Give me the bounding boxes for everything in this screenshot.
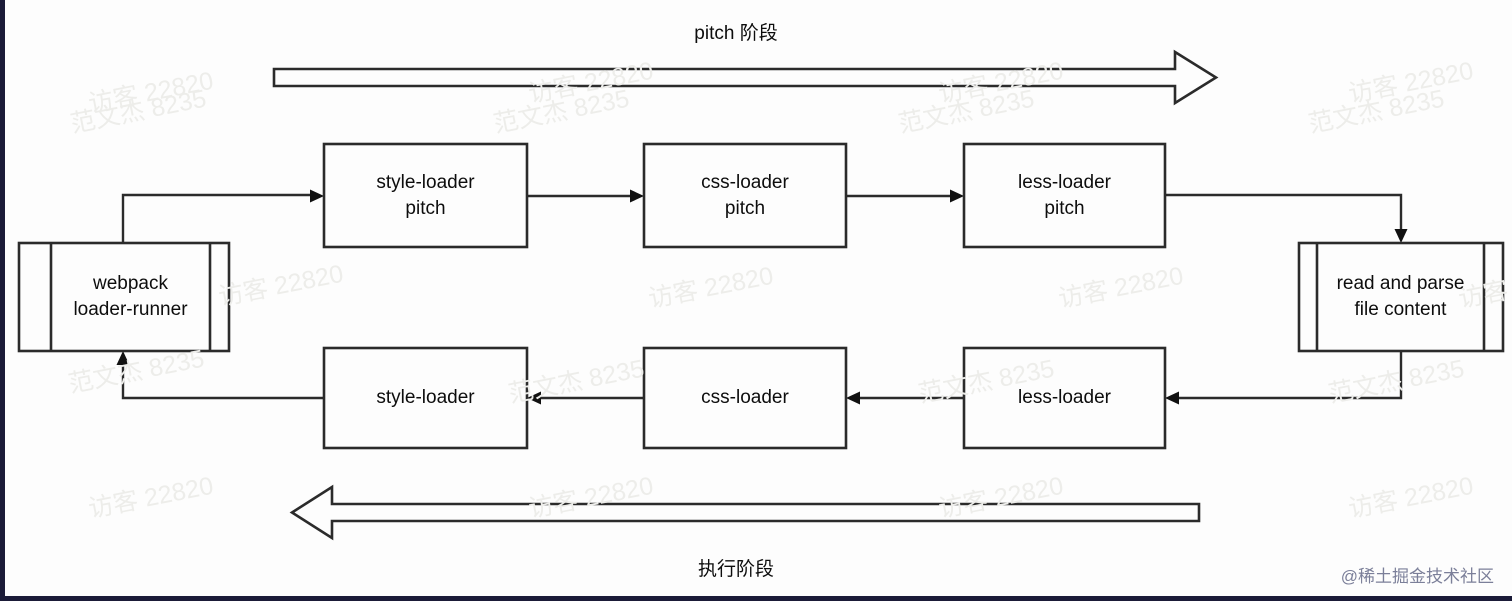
edge-runner-to-style-pitch — [121, 193, 317, 243]
site-credit: @稀土掘金技术社区 — [1340, 567, 1494, 586]
pitch-phase-arrow — [272, 49, 1219, 106]
arrowhead-right-less-pitch — [950, 189, 964, 203]
node-webpack-loader-runner[interactable] — [17, 241, 231, 353]
arrowhead-down-read-parse — [1394, 229, 1408, 243]
node-style-loader[interactable] — [322, 346, 529, 450]
node-read-and-parse-file-content[interactable] — [1297, 241, 1505, 353]
arrowhead-right-css-pitch — [630, 189, 644, 203]
node-less-loader-pitch[interactable] — [962, 142, 1167, 249]
execute-phase-arrow — [289, 484, 1201, 541]
pitch-phase-title: pitch 阶段 — [694, 23, 778, 44]
node-css-loader[interactable] — [642, 346, 848, 450]
node-style-loader-pitch[interactable] — [322, 142, 529, 249]
edge-style-loader-to-runner — [121, 358, 324, 400]
execute-phase-title: 执行阶段 — [697, 559, 774, 580]
arrowhead-left-css-loader — [846, 391, 860, 405]
edge-less-pitch-to-read-parse — [1165, 193, 1403, 236]
node-css-loader-pitch[interactable] — [642, 142, 848, 249]
arrowhead-up-runner — [116, 351, 130, 365]
edge-read-parse-to-less-loader — [1172, 351, 1403, 400]
node-less-loader[interactable] — [962, 346, 1167, 450]
arrowhead-left-style-loader — [527, 391, 541, 405]
arrowhead-right-style-pitch — [310, 189, 324, 203]
diagram-vector-layer — [17, 49, 1505, 541]
arrowhead-left-less-loader — [1165, 391, 1179, 405]
